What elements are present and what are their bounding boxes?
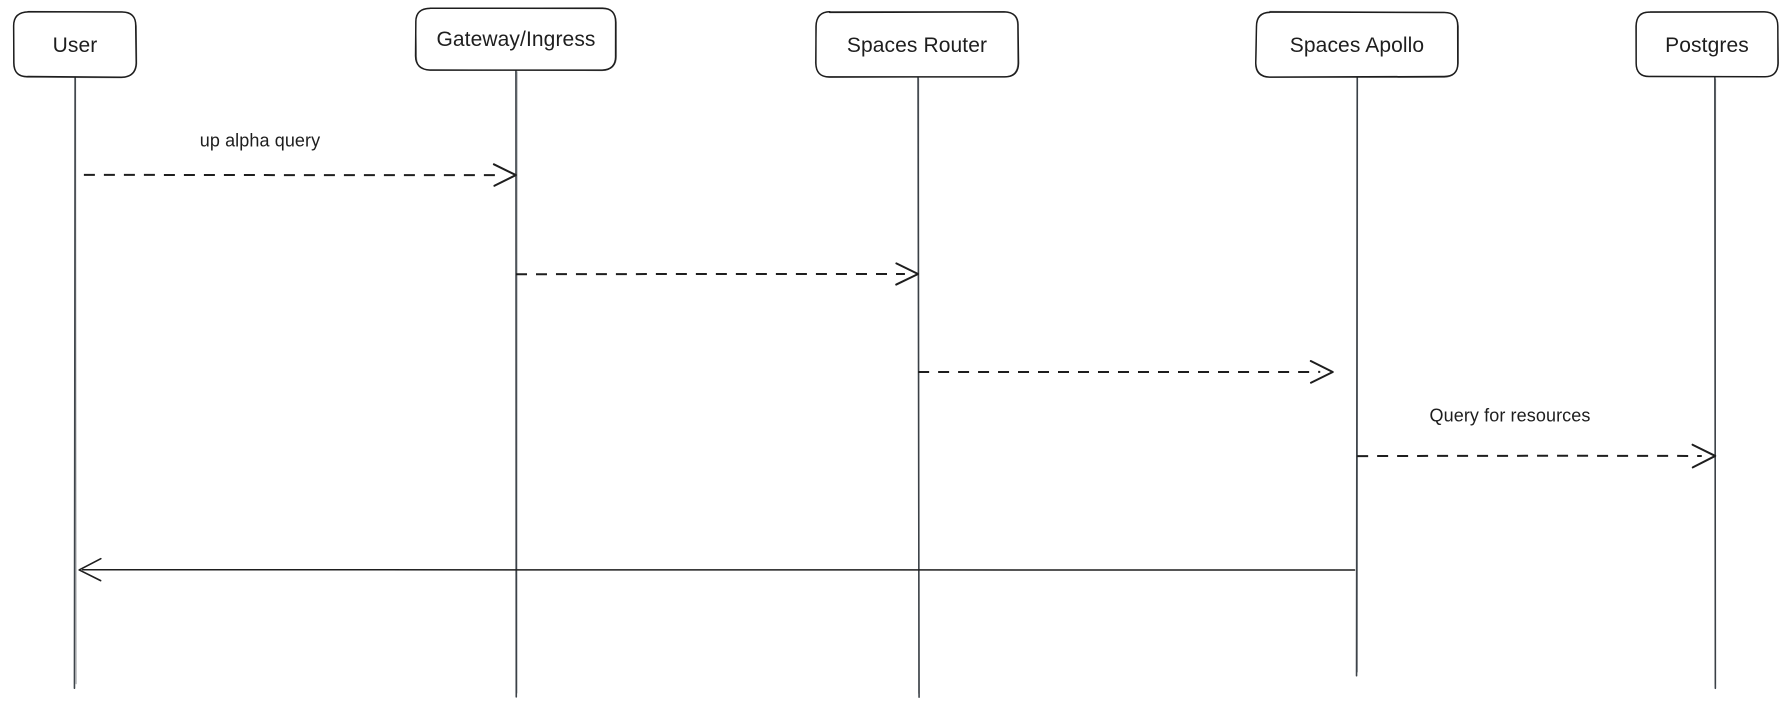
lifelines-layer bbox=[73, 69, 1717, 698]
participant-box-postgres[interactable] bbox=[1635, 11, 1780, 78]
lifeline-postgres bbox=[1714, 76, 1717, 690]
message-arrowhead bbox=[1691, 443, 1717, 469]
participant-boxes-layer bbox=[12, 7, 1780, 79]
participant-box-spaces-apollo[interactable] bbox=[1254, 10, 1459, 79]
message-msg-4[interactable] bbox=[1357, 443, 1717, 469]
lifeline-spaces-apollo bbox=[1355, 75, 1359, 677]
lifeline-user bbox=[73, 76, 77, 690]
participant-box-gateway[interactable] bbox=[414, 7, 618, 72]
message-msg-2[interactable] bbox=[516, 262, 920, 286]
lifeline-spaces-router bbox=[917, 76, 920, 698]
message-arrowhead bbox=[895, 262, 920, 286]
message-msg-3[interactable] bbox=[918, 360, 1334, 384]
message-msg-1[interactable] bbox=[83, 163, 517, 187]
lifeline-gateway bbox=[515, 69, 518, 698]
participant-box-user[interactable] bbox=[12, 10, 138, 79]
message-msg-5[interactable] bbox=[78, 557, 1356, 582]
message-arrowhead bbox=[1309, 360, 1334, 384]
messages-layer bbox=[78, 163, 1717, 582]
message-arrowhead bbox=[78, 557, 102, 582]
message-arrowhead bbox=[492, 163, 517, 187]
participant-box-spaces-router[interactable] bbox=[814, 10, 1020, 78]
